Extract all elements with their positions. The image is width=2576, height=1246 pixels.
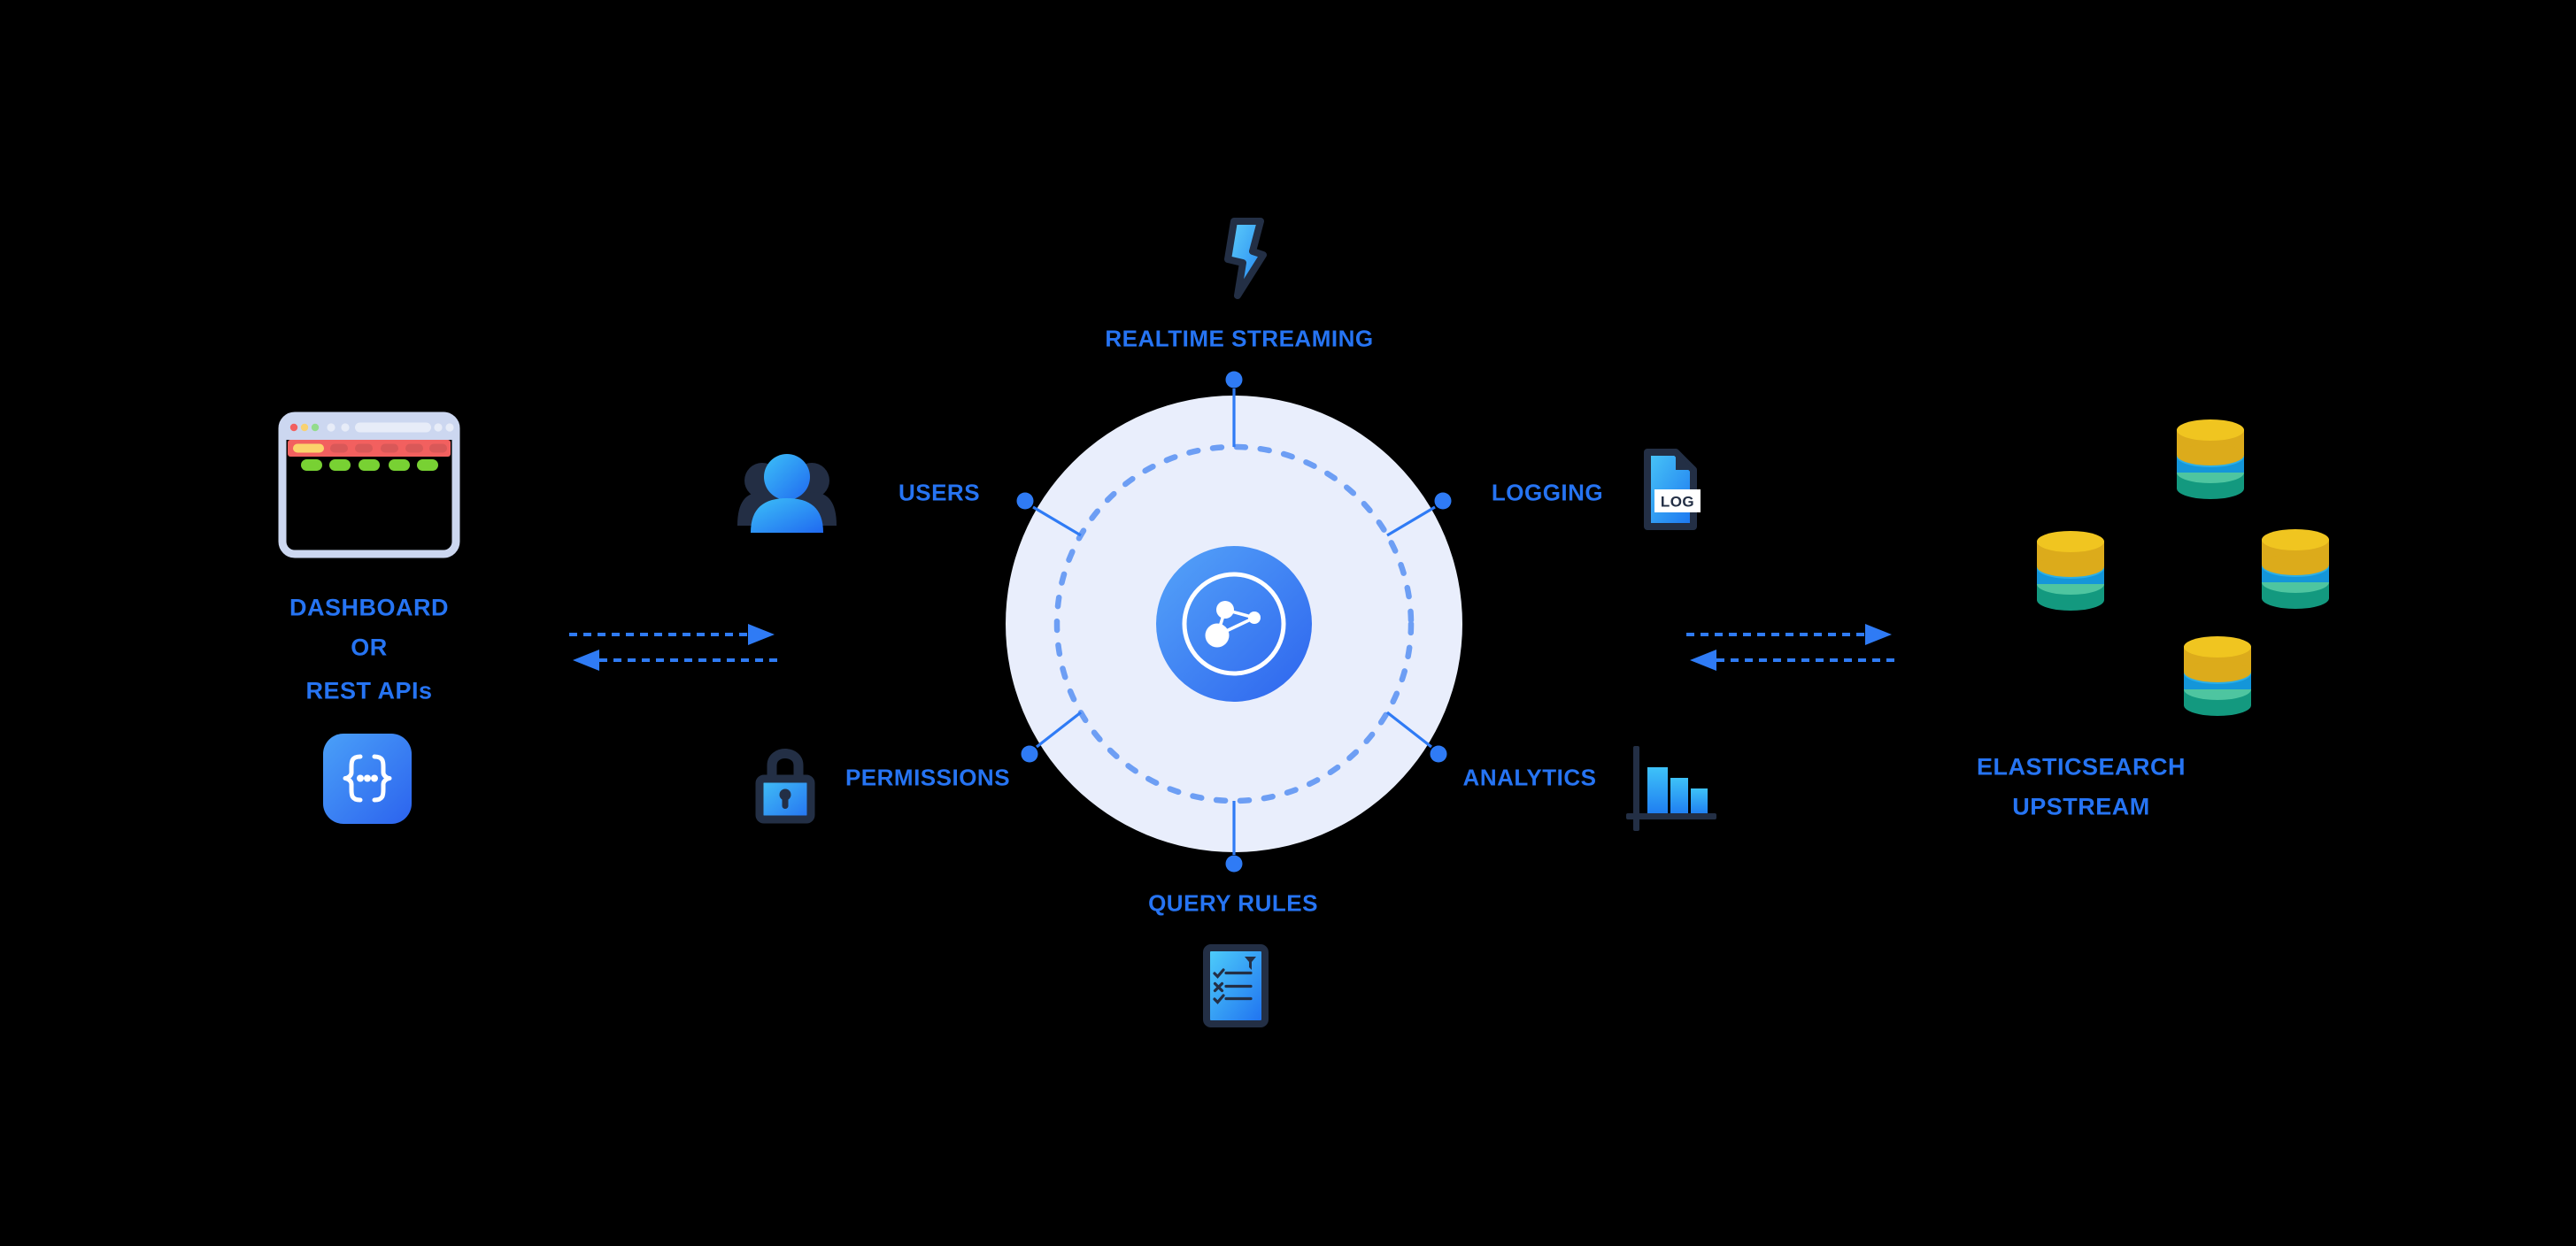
- label-users: USERS: [898, 479, 981, 506]
- arrowhead-right: [1865, 624, 1892, 645]
- label-logging: LOGGING: [1491, 479, 1604, 506]
- lightning-bolt-icon: [1224, 218, 1267, 299]
- content-pills: [301, 459, 438, 471]
- arrowhead-right: [748, 624, 775, 645]
- filter-funnel-glyph: [1245, 957, 1256, 970]
- bar-chart-icon: [1626, 746, 1716, 831]
- traffic-dot-green: [311, 423, 320, 432]
- label-dashboard: DASHBOARD: [289, 594, 449, 621]
- code-braces-icon: [323, 734, 412, 824]
- label-or: OR: [351, 634, 388, 661]
- arrowhead-left: [1690, 650, 1716, 671]
- hub-spokes: [1032, 388, 1436, 855]
- label-permissions: PERMISSIONS: [845, 764, 1011, 791]
- database-cylinder-icon: [2177, 419, 2244, 499]
- hub-circle: [1006, 371, 1462, 873]
- label-query-rules: QUERY RULES: [1148, 889, 1318, 917]
- lock-icon: [755, 749, 815, 824]
- browser-window-icon: [278, 411, 460, 558]
- right-flow-arrows: [1686, 624, 1895, 671]
- log-badge-text: LOG: [1661, 494, 1694, 511]
- share-network-icon: [1156, 546, 1312, 702]
- label-realtime-streaming: REALTIME STREAMING: [1105, 325, 1374, 352]
- traffic-dot-yellow: [300, 423, 309, 432]
- traffic-dot-red: [289, 423, 298, 432]
- users-icon: [737, 454, 837, 533]
- label-elasticsearch: ELASTICSEARCH: [1976, 753, 2187, 781]
- database-cylinder-icon: [2037, 531, 2104, 611]
- database-cylinder-icon: [2262, 529, 2329, 609]
- label-upstream: UPSTREAM: [2012, 793, 2150, 820]
- left-flow-arrows: [569, 624, 778, 671]
- label-analytics: ANALYTICS: [1462, 764, 1597, 791]
- label-rest-apis: REST APIs: [305, 677, 433, 704]
- arrowhead-left: [573, 650, 599, 671]
- hub-spoke-dots: [1016, 371, 1452, 873]
- log-file-icon: LOG: [1644, 449, 1701, 530]
- query-rules-doc-icon: [1203, 944, 1269, 1027]
- database-cylinder-icon: [2184, 636, 2251, 716]
- address-bar: [355, 422, 431, 433]
